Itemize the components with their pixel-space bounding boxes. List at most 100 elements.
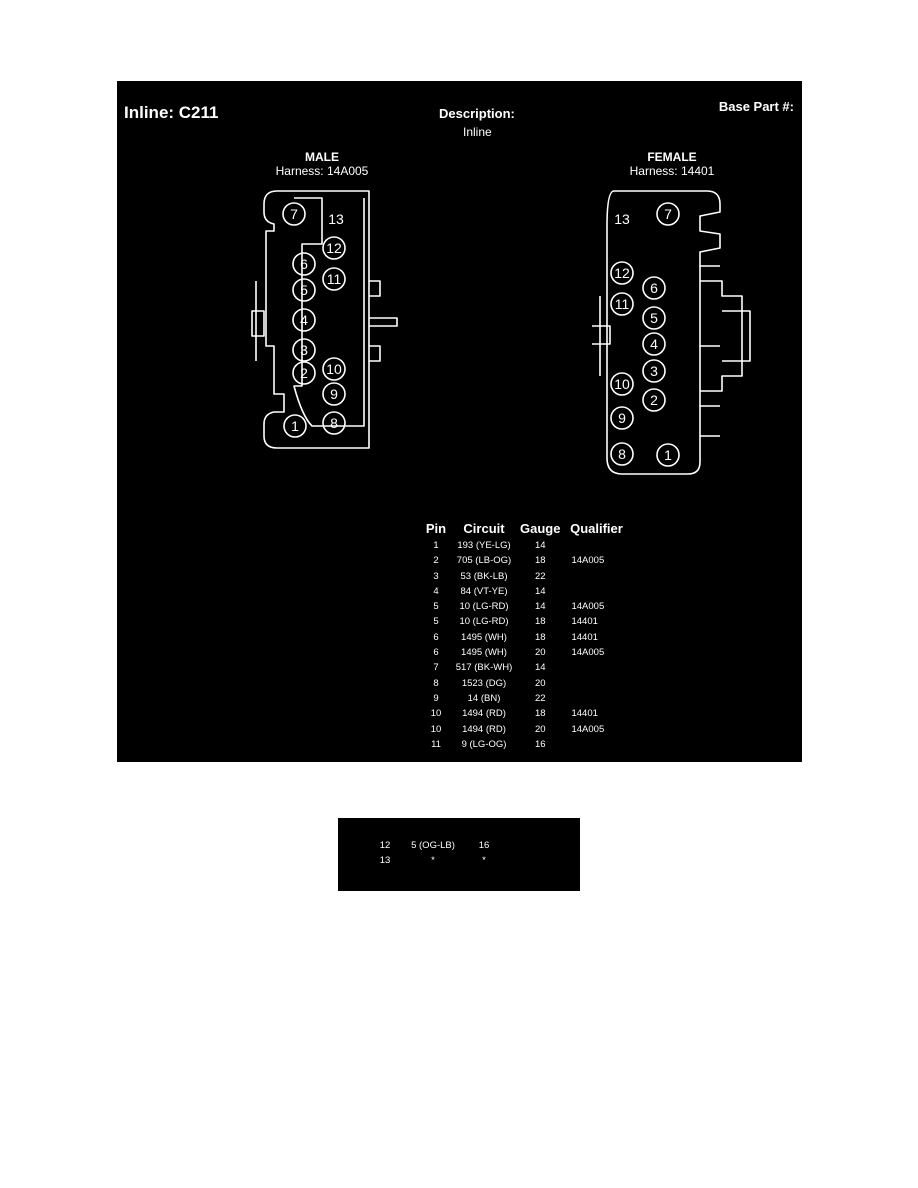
cell-pin: 6 <box>433 647 439 659</box>
base-part-label: Base Part #: <box>718 99 794 114</box>
pin-number-label: 1 <box>664 447 672 463</box>
cell-qualifier: 14401 <box>571 708 598 720</box>
description-value: Inline <box>463 125 492 139</box>
table-row: 6 1495 (WH) 20 14A005 <box>421 645 629 660</box>
cell-pin: 5 <box>433 616 439 628</box>
cell-gauge: 14 <box>534 585 546 597</box>
pin-table-header: Pin Circuit Gauge Qualifier <box>421 521 629 538</box>
pin-cavity-3 <box>642 359 666 383</box>
header-pin: Pin <box>425 521 447 536</box>
cell-circuit: 1523 (DG) <box>461 677 507 689</box>
pin-number-label: 7 <box>664 206 672 222</box>
cell-qualifier: 14A005 <box>571 555 605 567</box>
pin-number-label: 1 <box>291 418 299 434</box>
pin-number-label: 11 <box>327 271 342 287</box>
male-harness-label: Harness: 14A005 <box>275 164 369 178</box>
pin-number-label: 11 <box>615 296 630 312</box>
pin-cavity-8 <box>322 411 346 435</box>
pin-cavity-11 <box>610 292 634 316</box>
cell-circuit: 517 (BK-WH) <box>455 662 513 674</box>
pin-cavity-12 <box>610 261 634 285</box>
cell-circuit: 1495 (WH) <box>461 631 507 643</box>
cell-qualifier <box>563 538 629 553</box>
cell-qualifier: 14A005 <box>571 647 605 659</box>
pin-number-label: 10 <box>326 361 342 377</box>
female-side-features <box>700 280 751 392</box>
header-gauge: Gauge <box>520 521 561 536</box>
cell-pin: 4 <box>433 585 439 597</box>
cell-gauge: 20 <box>534 723 546 735</box>
pin-cavity-3 <box>292 338 316 362</box>
cell-gauge: 20 <box>534 647 546 659</box>
cell-gauge: 18 <box>534 708 546 720</box>
cell-qualifier: 14401 <box>571 631 598 643</box>
female-gender-label: FEMALE <box>647 150 697 164</box>
pin-cavity-10 <box>322 357 346 381</box>
cell-gauge: 20 <box>534 677 546 689</box>
female-connector-heading: FEMALE Harness: 14401 <box>597 150 747 178</box>
pin-number-label: 9 <box>618 410 626 426</box>
female-latch-slot <box>592 296 611 376</box>
cell-circuit: 53 (BK-LB) <box>460 570 508 582</box>
connector-diagram-panel: Inline: C211 Description: Inline Base Pa… <box>117 81 802 762</box>
pin-cavity-4 <box>642 332 666 356</box>
male-connector-outline <box>263 190 370 449</box>
cell-qualifier <box>502 853 568 868</box>
cell-qualifier <box>563 737 629 752</box>
cell-circuit: 193 (YE-LG) <box>457 540 511 551</box>
female-connector-outline <box>606 190 721 475</box>
pin-cavity-12 <box>322 236 346 260</box>
cell-circuit: 1495 (WH) <box>461 647 507 659</box>
cell-circuit: 705 (LB-OG) <box>456 555 512 567</box>
pin-cavity-2 <box>292 361 316 385</box>
cell-qualifier <box>563 584 629 599</box>
cell-circuit: 10 (LG-RD) <box>459 616 509 628</box>
cell-pin: 1 <box>433 540 439 551</box>
cell-pin: 7 <box>433 662 439 674</box>
pin-number-label: 13 <box>328 211 344 227</box>
cell-gauge: 16 <box>478 840 490 851</box>
pin-cavity-2 <box>642 388 666 412</box>
header-circuit: Circuit <box>463 521 505 536</box>
pin-cavity-6 <box>292 252 316 276</box>
cell-gauge: 14 <box>534 601 546 613</box>
pin-number-label: 8 <box>330 415 338 431</box>
cell-gauge: 18 <box>534 616 546 628</box>
pin-number-label: 5 <box>300 282 308 298</box>
cell-qualifier <box>502 838 568 853</box>
cell-circuit: 10 (LG-RD) <box>459 601 509 613</box>
pin-number-label: 4 <box>300 312 308 328</box>
pin-cavity-1 <box>283 414 307 438</box>
pin-table: Pin Circuit Gauge Qualifier 1 193 (YE-LG)… <box>421 521 629 752</box>
pin-number-label: 4 <box>650 336 658 352</box>
pin-number-label: 8 <box>618 446 626 462</box>
table-row: 10 1494 (RD) 18 14401 <box>421 706 629 721</box>
cell-pin: 10 <box>430 708 442 720</box>
pin-cavity-7 <box>282 202 306 226</box>
cell-circuit: * <box>431 855 435 867</box>
pin-number-label: 6 <box>650 280 658 296</box>
cell-circuit: 5 (OG-LB) <box>411 840 455 851</box>
cell-gauge: 14 <box>534 540 546 551</box>
cell-circuit: 1494 (RD) <box>462 708 506 720</box>
cell-pin: 13 <box>379 855 391 867</box>
pin-number-label: 2 <box>300 365 308 381</box>
cell-circuit: 9 (LG-OG) <box>461 738 507 750</box>
pin-cavity-10 <box>610 372 634 396</box>
cell-qualifier <box>563 660 629 675</box>
female-harness-label: Harness: 14401 <box>629 164 715 178</box>
